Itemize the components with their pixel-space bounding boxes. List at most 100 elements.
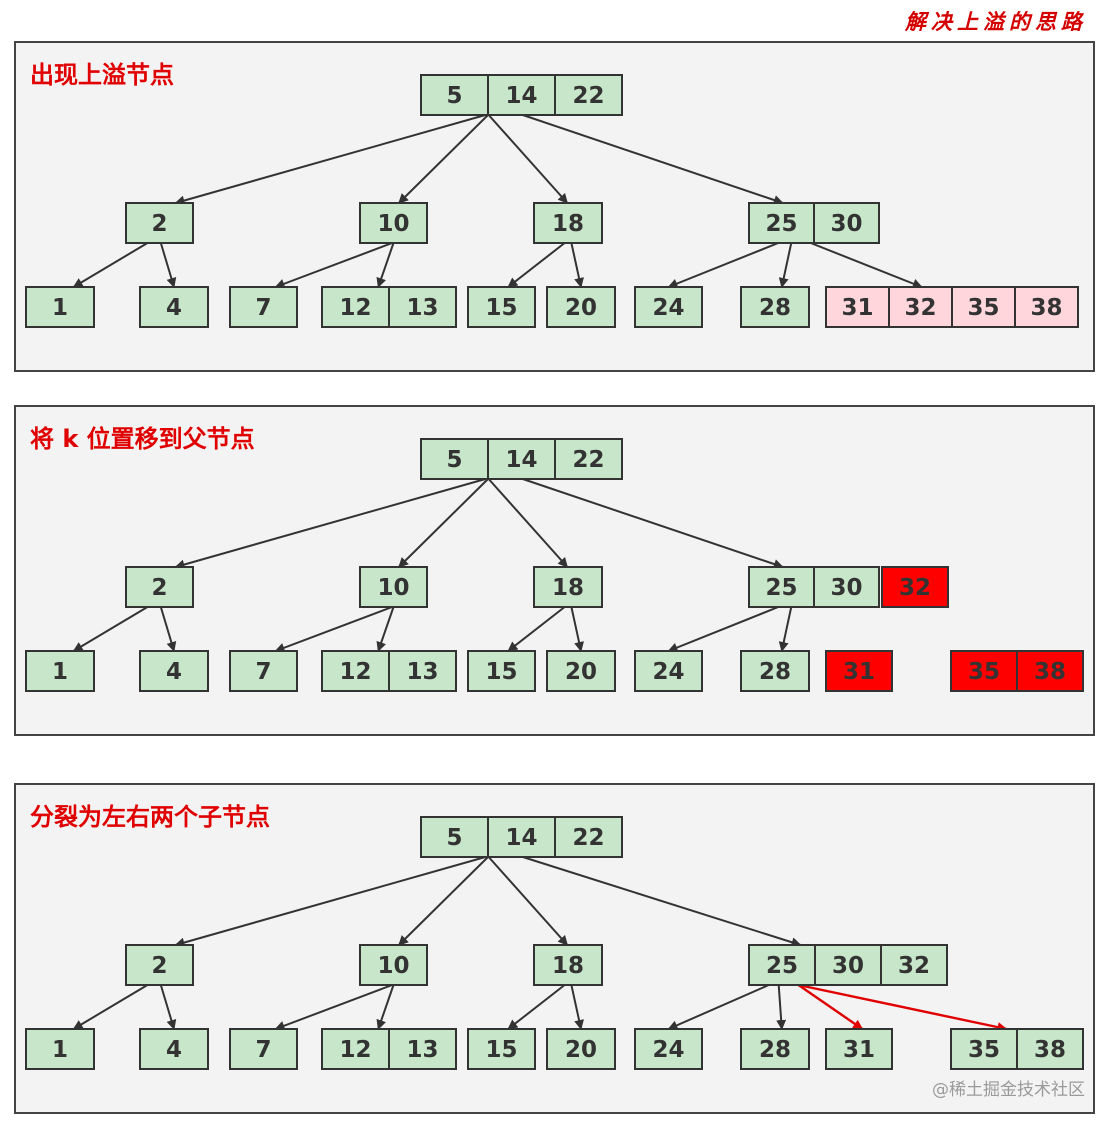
key-cell <box>467 286 536 328</box>
key-cell <box>554 438 623 480</box>
watermark: @稀土掘金技术社区 <box>932 1080 1085 1100</box>
tree-node-l1213: 12 13 <box>321 650 457 692</box>
key-cell <box>229 286 298 328</box>
tree-edge <box>398 114 489 204</box>
key-label: 5 <box>446 83 462 109</box>
key-cell <box>748 202 815 244</box>
key-cell <box>25 650 95 692</box>
key-cell <box>321 1028 390 1070</box>
key-label: 32 <box>899 575 931 601</box>
key-cell <box>1014 286 1079 328</box>
key-cell <box>533 566 603 608</box>
key-label: 32 <box>898 953 930 979</box>
tree-edge <box>570 606 584 652</box>
edge-layer <box>72 478 793 653</box>
tree-node-l24: 24 <box>634 1028 703 1070</box>
key-label: 4 <box>166 295 182 321</box>
key-label: 13 <box>406 659 438 685</box>
key-cell <box>229 650 298 692</box>
tree-edge <box>487 478 569 568</box>
key-label: 7 <box>255 295 271 321</box>
key-label: 20 <box>565 659 597 685</box>
key-label: 2 <box>151 575 167 601</box>
key-cell <box>467 650 536 692</box>
key-label: 15 <box>485 295 517 321</box>
key-cell <box>740 1028 810 1070</box>
key-label: 31 <box>843 1037 875 1063</box>
key-cell <box>487 816 556 858</box>
key-cell <box>229 1028 298 1070</box>
tree-node-l1: 1 <box>25 650 95 692</box>
tree-edge <box>274 984 393 1031</box>
key-label: 35 <box>967 295 999 321</box>
tree-node-l4: 4 <box>139 286 209 328</box>
tree-node-l20: 20 <box>546 1028 616 1070</box>
tree-edge <box>487 114 569 204</box>
tree-edge <box>776 984 787 1030</box>
key-cell <box>359 202 428 244</box>
key-cell <box>139 286 209 328</box>
tree-node-n18: 18 <box>533 566 603 608</box>
key-cell <box>554 74 623 116</box>
key-label: 31 <box>841 295 873 321</box>
tree-edge <box>174 114 486 206</box>
key-cell <box>388 650 457 692</box>
tree-edge <box>570 242 584 288</box>
tree-node-n18: 18 <box>533 202 603 244</box>
key-label: 24 <box>652 295 684 321</box>
key-label: 20 <box>565 1037 597 1063</box>
key-label: 13 <box>406 295 438 321</box>
key-cell <box>420 438 489 480</box>
key-cell <box>740 286 810 328</box>
tree-edge <box>778 606 793 652</box>
key-label: 30 <box>830 575 862 601</box>
tree-edge <box>376 242 395 288</box>
tree-node-l7: 7 <box>229 286 298 328</box>
key-label: 15 <box>485 659 517 685</box>
tree-node-l20: 20 <box>546 286 616 328</box>
key-label: 22 <box>572 83 604 109</box>
key-label: 38 <box>1030 295 1062 321</box>
tree-edge <box>274 242 393 289</box>
key-label: 28 <box>759 1037 791 1063</box>
key-cell <box>1016 650 1084 692</box>
key-cell <box>487 438 556 480</box>
tree-node-l28: 28 <box>740 286 810 328</box>
key-label: 12 <box>339 659 371 685</box>
key-label: 10 <box>377 575 409 601</box>
tree-node-n2: 2 <box>125 944 194 986</box>
tree-node-l31: 31 <box>825 650 893 692</box>
key-cell <box>533 944 603 986</box>
key-cell <box>125 202 194 244</box>
tree-node-n10: 10 <box>359 566 428 608</box>
tree-edge <box>398 856 489 946</box>
tree-edge <box>507 984 566 1030</box>
tree-node-n10: 10 <box>359 202 428 244</box>
key-cell <box>825 1028 893 1070</box>
tree-edge <box>274 606 393 653</box>
key-cell <box>825 650 893 692</box>
key-cell <box>420 74 489 116</box>
key-label: 28 <box>759 295 791 321</box>
key-cell <box>139 1028 209 1070</box>
key-label: 10 <box>377 211 409 237</box>
key-cell <box>546 650 616 692</box>
tree-node-l20: 20 <box>546 650 616 692</box>
key-label: 13 <box>406 1037 438 1063</box>
tree-node-l1: 1 <box>25 286 95 328</box>
tree-node-n18: 18 <box>533 944 603 986</box>
tree-edge <box>159 242 177 288</box>
tree-edge <box>72 606 148 652</box>
key-cell <box>487 74 556 116</box>
key-cell <box>388 1028 457 1070</box>
key-label: 5 <box>446 825 462 851</box>
tree-edge <box>174 856 486 948</box>
edge-layer <box>72 114 923 289</box>
